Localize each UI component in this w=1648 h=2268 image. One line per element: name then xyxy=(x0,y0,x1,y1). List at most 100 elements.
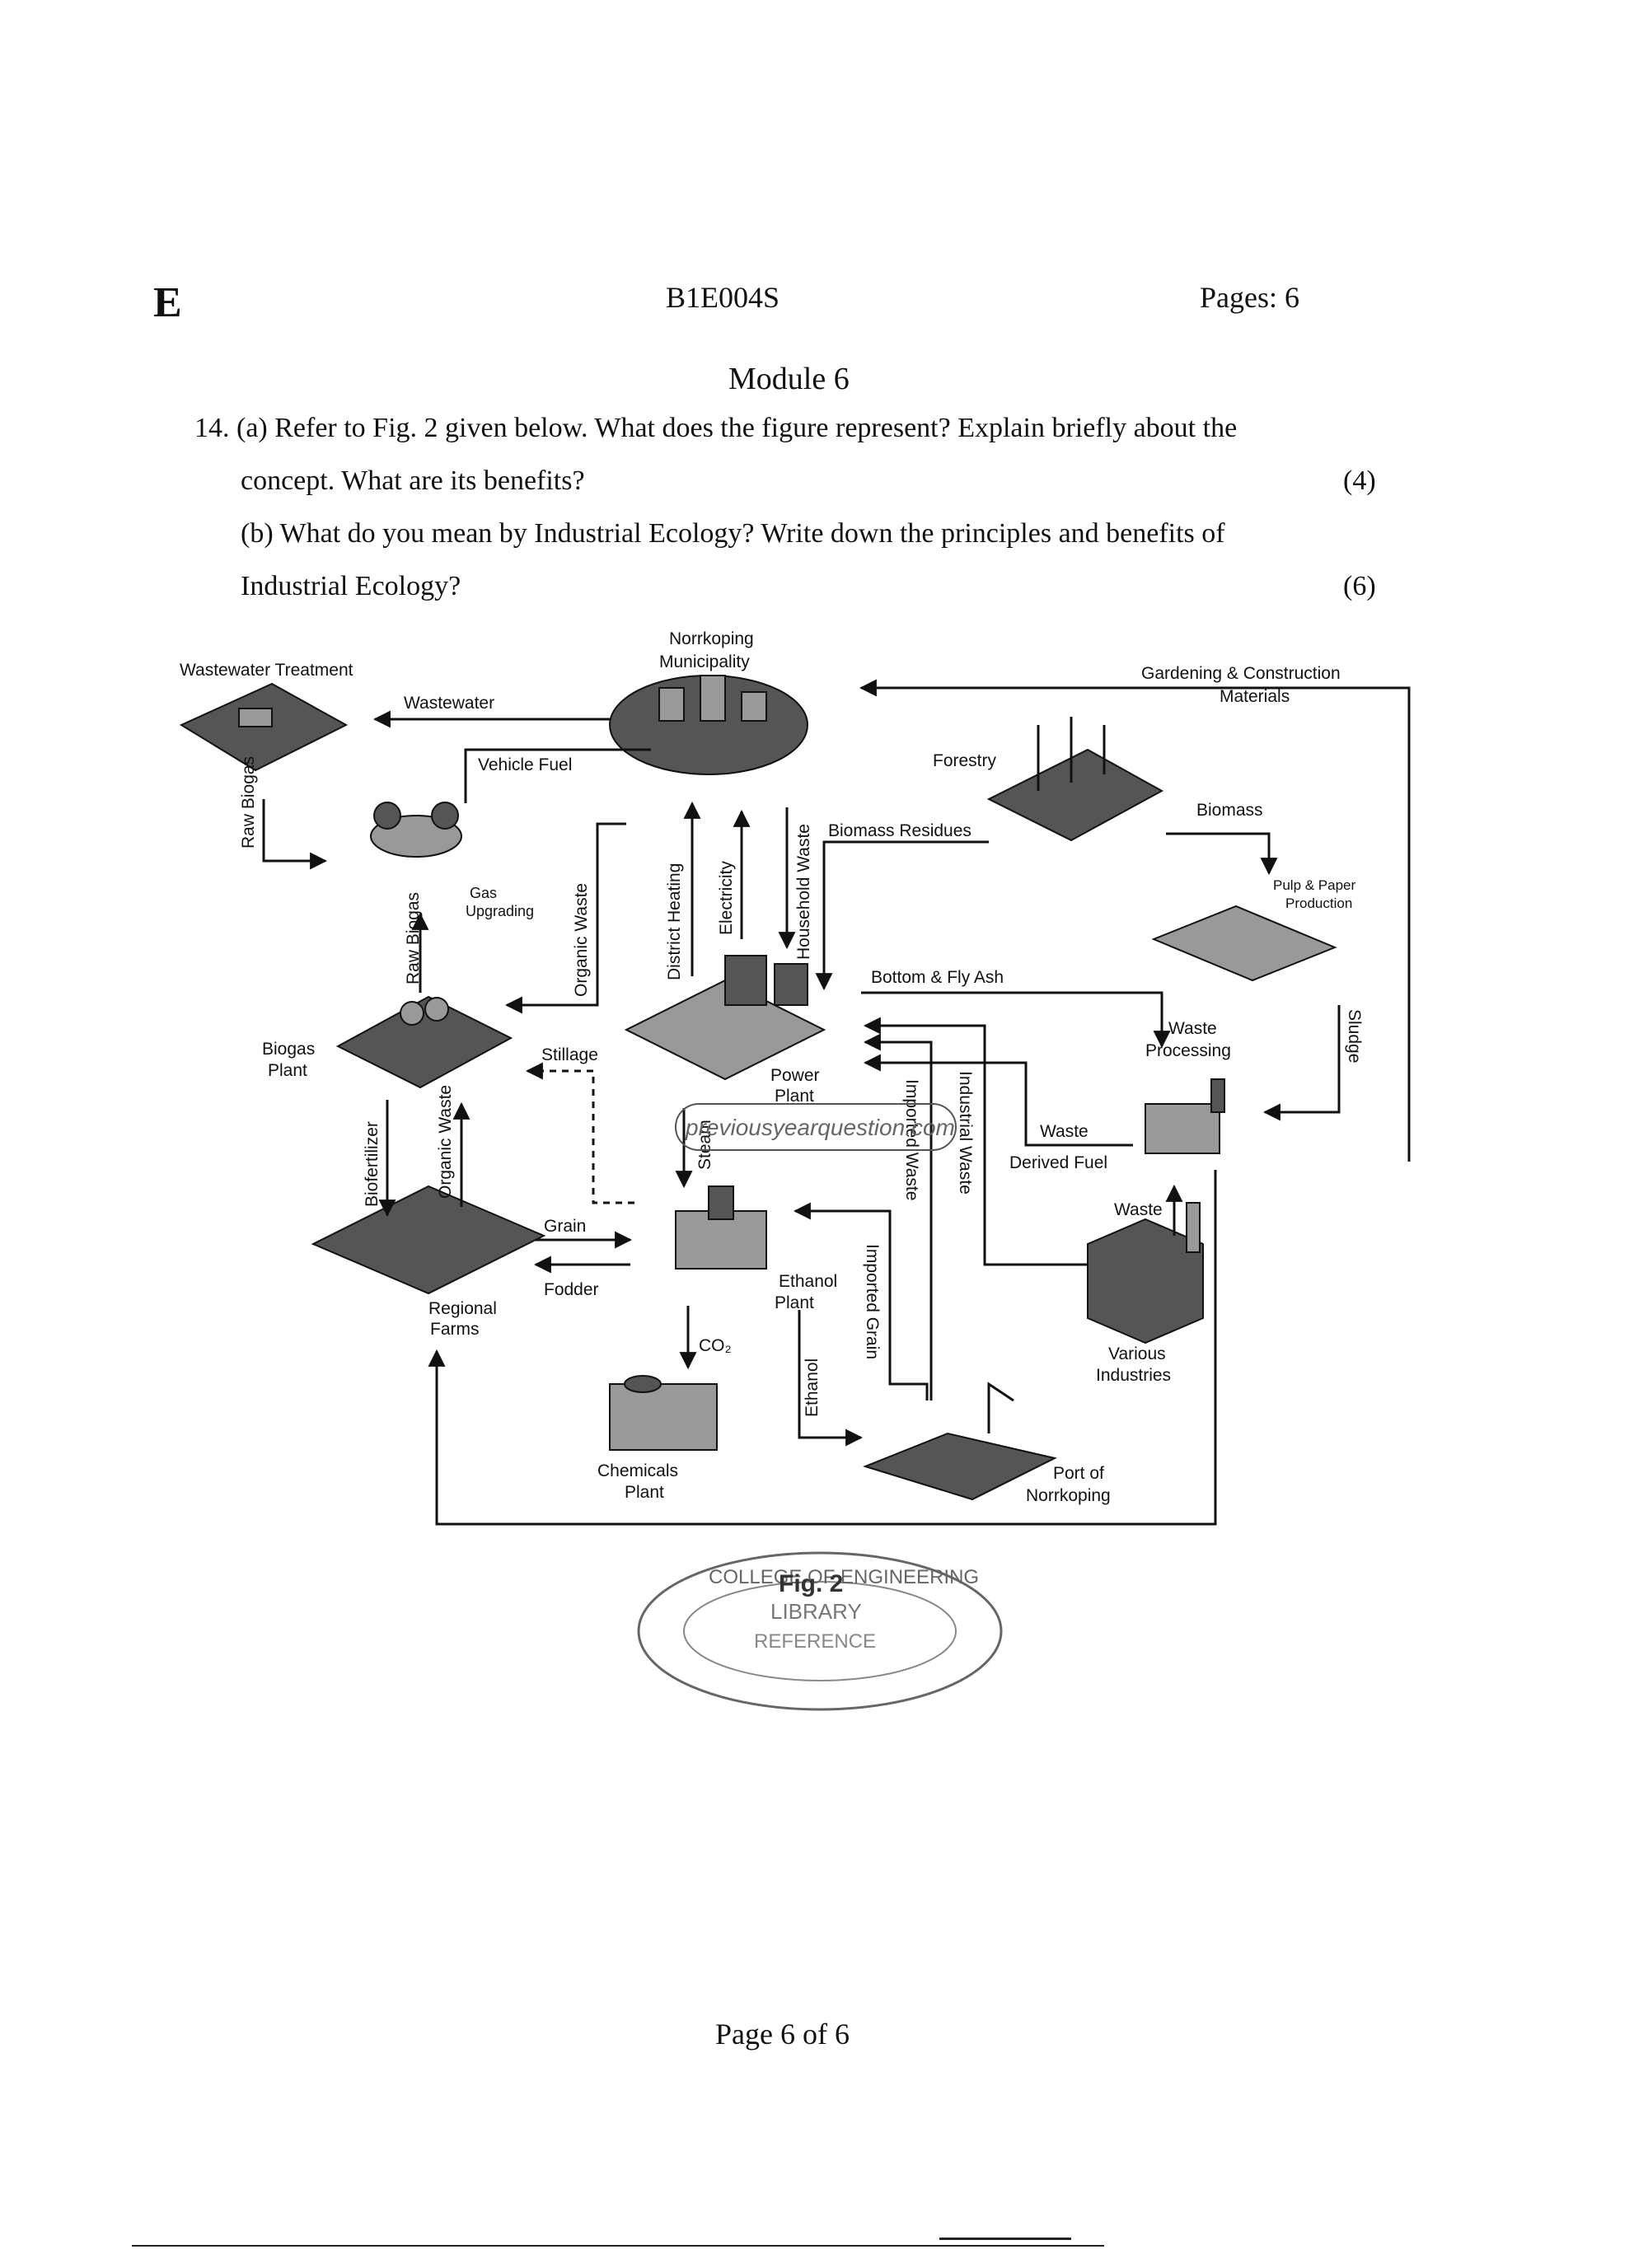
stamp-line2: LIBRARY xyxy=(770,1599,862,1624)
label-ethanol-1: Ethanol xyxy=(779,1272,837,1291)
flow-ethanol xyxy=(798,1310,864,1447)
label-sludge: Sludge xyxy=(1345,1009,1364,1063)
label-waste-processing-2: Processing xyxy=(1145,1041,1231,1060)
flow-bottom-fly-ash xyxy=(861,991,1171,1049)
flow-imported-grain xyxy=(793,1202,929,1401)
label-biogas-1: Biogas xyxy=(262,1040,315,1059)
label-gas-1: Gas xyxy=(470,885,497,901)
label-biomass-residues: Biomass Residues xyxy=(828,821,971,840)
wastewater-treatment-image xyxy=(179,682,349,772)
label-raw-biogas-top: Raw Biogas xyxy=(239,756,258,849)
flow-organic-waste-power xyxy=(504,822,626,1014)
label-imported-grain: Imported Grain xyxy=(863,1244,882,1359)
flow-industrial-waste xyxy=(863,1017,1088,1266)
label-co2: CO₂ xyxy=(699,1336,732,1355)
label-forestry: Forestry xyxy=(933,751,997,770)
question-14b-line1: (b) What do you mean by Industrial Ecolo… xyxy=(241,518,1225,549)
label-bottom-fly-ash: Bottom & Fly Ash xyxy=(871,968,1004,987)
waste-processing-image xyxy=(1145,1078,1225,1154)
label-organic-waste-power: Organic Waste xyxy=(572,883,591,997)
module-heading: Module 6 xyxy=(728,362,850,396)
scan-edge-line-left xyxy=(132,2245,659,2247)
label-biofertilizer: Biofertilizer xyxy=(363,1121,382,1207)
label-farms-2: Farms xyxy=(430,1320,480,1339)
scan-edge-line-middle xyxy=(643,2245,1104,2247)
watermark-text: previousyearquestion.com xyxy=(685,1115,955,1140)
label-gardening-2: Materials xyxy=(1220,687,1290,706)
label-district-heating: District Heating xyxy=(665,863,684,980)
label-wastewater-treatment: Wastewater Treatment xyxy=(180,661,353,680)
flow-raw-biogas-top xyxy=(262,799,328,870)
question-14a-line2: concept. What are its benefits? xyxy=(241,465,585,496)
flow-sludge xyxy=(1262,1005,1341,1121)
label-household-waste: Household Waste xyxy=(794,824,813,960)
label-raw-biogas-mid: Raw Biogas xyxy=(404,892,423,984)
label-power-1: Power xyxy=(770,1066,820,1085)
question-14a-marks: (4) xyxy=(1343,465,1376,496)
label-fodder: Fodder xyxy=(544,1280,599,1299)
paper-code: B1E004S xyxy=(666,281,780,314)
question-14b-line2: Industrial Ecology? xyxy=(241,571,461,601)
label-wastewater-flow: Wastewater xyxy=(404,694,494,713)
series-letter: E xyxy=(153,279,182,326)
flow-stillage xyxy=(525,1062,634,1204)
label-waste-industries: Waste xyxy=(1114,1200,1163,1219)
label-chemicals-2: Plant xyxy=(625,1483,664,1502)
label-gas-2: Upgrading xyxy=(466,903,534,919)
flow-biomass xyxy=(1166,832,1278,876)
page-count: Pages: 6 xyxy=(1200,281,1299,314)
stamp-line3: REFERENCE xyxy=(754,1630,876,1653)
label-waste-processing-1: Waste xyxy=(1168,1019,1217,1038)
label-derived-fuel: Derived Fuel xyxy=(1009,1153,1107,1172)
label-ethanol-flow: Ethanol xyxy=(803,1358,822,1417)
label-organic-waste-farms: Organic Waste xyxy=(436,1085,455,1199)
label-power-2: Plant xyxy=(775,1087,814,1106)
question-14a-line1: 14. (a) Refer to Fig. 2 given below. Wha… xyxy=(194,413,1238,443)
forestry-image xyxy=(986,717,1164,842)
label-municipality-2: Municipality xyxy=(659,652,750,671)
label-chemicals-1: Chemicals xyxy=(597,1461,678,1480)
ethanol-plant-image xyxy=(675,1185,767,1270)
page-footer: Page 6 of 6 xyxy=(715,2018,850,2051)
figure-caption: Fig. 2 xyxy=(779,1570,843,1597)
question-14b-marks: (6) xyxy=(1343,571,1376,601)
flow-gardening-materials xyxy=(859,679,1411,1162)
label-municipality-1: Norrkoping xyxy=(669,629,754,648)
label-industrial-waste: Industrial Waste xyxy=(956,1071,975,1195)
scan-edge-line-right xyxy=(939,2238,1071,2240)
biogas-plant-image xyxy=(335,995,513,1089)
label-waste-flow: Waste xyxy=(1040,1122,1089,1141)
label-grain: Grain xyxy=(544,1217,586,1236)
label-farms-1: Regional xyxy=(428,1299,497,1318)
municipality-image xyxy=(609,675,808,775)
label-ethanol-2: Plant xyxy=(775,1293,814,1312)
label-industries-2: Industries xyxy=(1096,1366,1171,1385)
flow-biomass-residues xyxy=(815,840,989,991)
pulp-paper-image xyxy=(1151,905,1337,982)
library-stamp: COLLEGE OF ENGINEERING LIBRARY REFERENCE… xyxy=(637,1551,1003,1711)
flow-derived-fuel xyxy=(863,1054,1133,1147)
flow-vehicle-fuel xyxy=(464,748,651,803)
chemicals-plant-image xyxy=(609,1375,718,1451)
port-image xyxy=(862,1382,1057,1501)
label-pulp-1: Pulp & Paper xyxy=(1273,877,1356,893)
label-industries-1: Various xyxy=(1108,1344,1166,1363)
regional-farms-image xyxy=(311,1185,546,1295)
label-electricity: Electricity xyxy=(717,861,736,935)
gas-upgrading-image xyxy=(370,802,462,858)
label-stillage: Stillage xyxy=(541,1045,598,1064)
various-industries-image xyxy=(1087,1202,1204,1344)
label-biomass: Biomass xyxy=(1196,801,1263,820)
stamp-line1: COLLEGE OF ENGINEERING xyxy=(709,1566,979,1588)
label-biogas-2: Plant xyxy=(268,1061,307,1080)
flow-imported-waste xyxy=(863,1033,933,1401)
label-gardening-1: Gardening & Construction xyxy=(1141,664,1341,683)
watermark: previousyearquestion.com xyxy=(675,1103,957,1151)
label-port-2: Norrkoping xyxy=(1026,1486,1111,1505)
label-vehicle-fuel: Vehicle Fuel xyxy=(478,755,572,774)
label-imported-waste: Imported Waste xyxy=(902,1079,921,1200)
label-pulp-2: Production xyxy=(1285,896,1352,911)
label-steam: Steam xyxy=(695,1120,714,1170)
power-plant-image xyxy=(624,955,826,1081)
